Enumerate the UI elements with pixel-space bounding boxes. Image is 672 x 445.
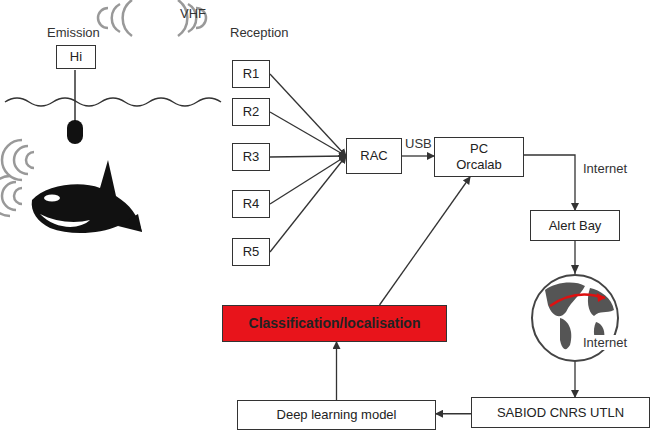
transmitter-box: Hi <box>56 45 96 69</box>
connector <box>524 155 575 210</box>
highlight-box: Classification/localisation <box>222 305 447 342</box>
receiver-box: R4 <box>232 190 270 218</box>
annotation-label: Emission <box>45 25 102 40</box>
orca <box>32 160 142 233</box>
node-text: Hi <box>70 49 82 65</box>
receiver-box: R1 <box>232 60 270 88</box>
node-text: R2 <box>243 104 260 120</box>
process-box: RAC <box>346 138 402 174</box>
connector <box>380 177 471 305</box>
water-surface <box>5 98 221 106</box>
node-text: R4 <box>243 196 260 212</box>
node-text: Alert Bay <box>549 218 602 234</box>
hydrophone <box>67 120 83 144</box>
buoy-line <box>74 70 76 122</box>
receiver-box: R2 <box>232 98 270 126</box>
process-box: Alert Bay <box>530 210 620 241</box>
node-text: PC Orcalab <box>449 141 509 172</box>
process-box: SABIOD CNRS UTLN <box>471 397 650 428</box>
annotation-label: VHF <box>178 6 208 21</box>
connector <box>270 156 346 157</box>
node-text: R1 <box>243 66 260 82</box>
node-text: SABIOD CNRS UTLN <box>497 405 624 421</box>
receiver-box: R5 <box>232 238 270 266</box>
node-text: R5 <box>243 244 260 260</box>
connector <box>402 155 434 156</box>
sound-waves <box>0 140 34 216</box>
receiver-box: R3 <box>232 143 270 171</box>
connector <box>270 74 346 156</box>
connector <box>270 156 346 252</box>
connector <box>436 413 471 414</box>
edge-label: Internet <box>581 335 629 350</box>
process-box: PC Orcalab <box>434 137 524 177</box>
node-text: R3 <box>243 149 260 165</box>
node-text: Deep learning model <box>277 407 397 423</box>
connector <box>270 156 346 204</box>
edge-label: Internet <box>581 161 629 176</box>
node-text: Classification/localisation <box>249 315 421 332</box>
process-box: Deep learning model <box>237 400 436 430</box>
edge-label: USB <box>403 136 434 151</box>
node-text: RAC <box>360 148 387 164</box>
annotation-label: Reception <box>228 25 291 40</box>
connector <box>336 342 337 400</box>
connector <box>270 112 346 156</box>
